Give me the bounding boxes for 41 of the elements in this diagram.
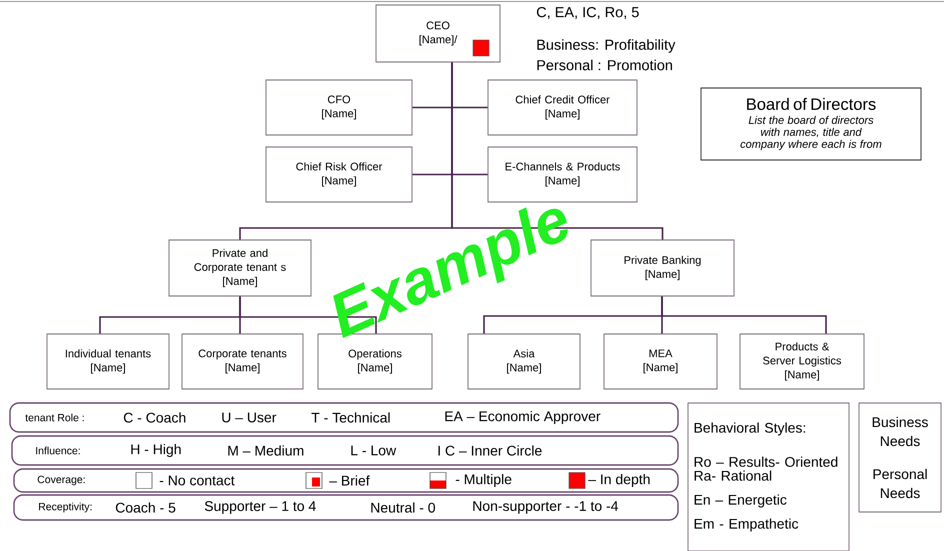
org-box: Chief Risk Officer [Name] [266,146,412,202]
org-box: CEO [Name]/ [376,4,500,62]
org-box: E-Channels & Products [Name] [488,146,638,202]
key-text: EA – Economic Approver [445,410,600,424]
org-box: Chief Credit Officer [Name] [488,80,638,136]
key-text: L - Low [351,446,396,456]
key-text: C - Coach [124,412,186,423]
org-box: Private Banking [Name] [590,240,734,296]
annotation-text: C, EA, IC, Ro, 5 [536,7,639,19]
note-box: Board of Directors List the board of directors with names, title and company where each is from [700,88,922,160]
org-box: CFO [Name] [266,80,412,136]
key-text: T - Technical [312,412,390,423]
key-text: M – Medium [228,445,304,456]
annotation-text: Business: Profitability [537,39,676,53]
key-text: Coach - 5 [116,502,176,513]
annotation-text: Personal : Promotion [537,60,672,70]
key-text: U – User [222,412,276,422]
key-text: I C – Inner Circle [438,445,542,456]
connector-line [661,296,827,334]
key-text: Neutral - 0 [371,502,435,513]
key-text: - Multiple [456,474,512,488]
row-label: Influence: [36,446,80,454]
legend-box: Behavioral Styles: Ro – Results- Oriented Ra- Rational En – Energetic Em - Empathetic [688,402,850,551]
key-text: H - High [131,444,181,458]
key-text: Supporter – 1 to 4 [204,501,316,514]
key-text: – Brief [329,475,370,486]
row-label: Receptivity: [39,502,92,512]
connector-line [239,296,377,334]
legend-box: Business Needs Personal Needs [858,402,942,512]
row-label: Coverage: [38,476,85,486]
key-text: - No contact [160,476,235,486]
key-text: – In depth [588,474,650,488]
org-box: Products & Server Logistics [Name] [740,334,864,390]
org-box: Corporate tenants [Name] [182,334,304,390]
key-text: Non-supporter - -1 to -4 [473,501,618,514]
org-box: Private and Corporate tenant s [Name] [168,240,312,296]
org-box: Individual tenants [Name] [46,334,170,390]
connector-line [451,62,664,240]
org-box: Asia [Name] [468,334,580,390]
org-box: MEA [Name] [604,334,718,390]
row-label: tenant Role : [25,414,84,422]
